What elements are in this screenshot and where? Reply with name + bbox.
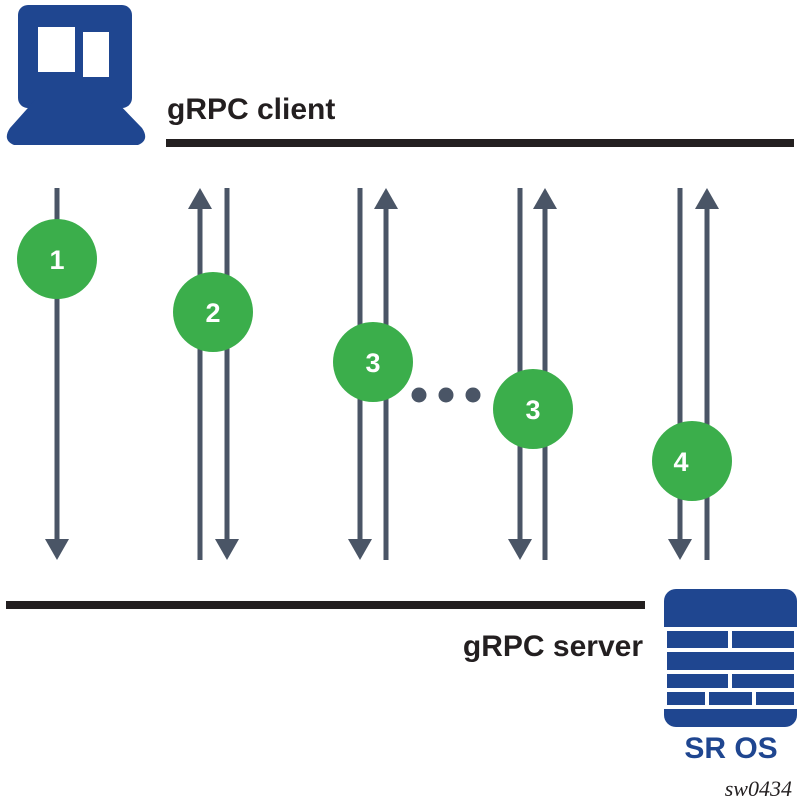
arrow-down	[45, 188, 69, 560]
ellipsis-dot	[438, 387, 454, 403]
client-bar	[166, 139, 794, 147]
client-label: gRPC client	[167, 93, 335, 126]
step-badge-3a: 3	[333, 322, 413, 402]
server-bar	[6, 601, 645, 609]
ellipsis-dots	[411, 387, 481, 403]
server-os-label: SR OS	[684, 732, 777, 765]
firewall-icon	[664, 589, 797, 727]
svg-text:4: 4	[673, 447, 688, 477]
step-badge-2: 2	[173, 272, 253, 352]
arrow-up	[188, 188, 212, 560]
step-badges: 1 2 3 3 4	[17, 219, 732, 501]
computer-icon	[6, 5, 146, 145]
arrow-down	[668, 188, 692, 560]
arrow-down	[508, 188, 532, 560]
arrow-down	[215, 188, 239, 560]
server-label: gRPC server	[463, 630, 643, 663]
svg-text:1: 1	[49, 245, 64, 275]
ellipsis-dot	[411, 387, 427, 403]
step-badge-4: 4	[652, 421, 732, 501]
step-badge-1: 1	[17, 219, 97, 299]
step-badge-3b: 3	[493, 369, 573, 449]
svg-text:3: 3	[525, 395, 540, 425]
arrow-up	[695, 188, 719, 560]
svg-text:3: 3	[365, 348, 380, 378]
figure-id: sw0434	[725, 776, 792, 801]
ellipsis-dot	[465, 387, 481, 403]
svg-text:2: 2	[205, 298, 220, 328]
